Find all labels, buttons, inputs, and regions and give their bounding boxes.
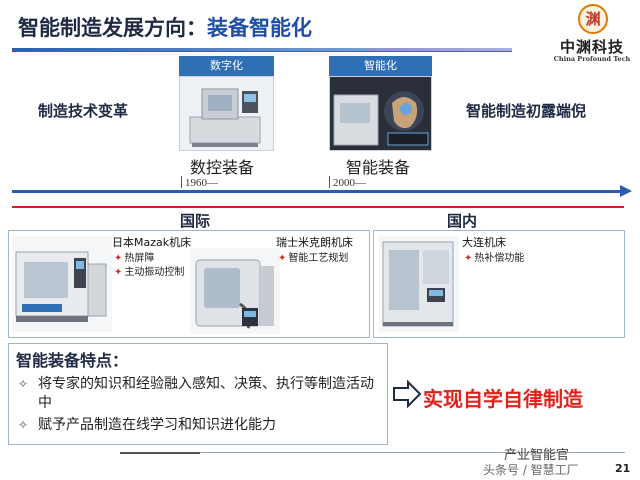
diamond-bullet-icon: ✧ — [18, 418, 29, 432]
label-international: 国际 — [180, 212, 211, 230]
smart-equipment-image — [329, 76, 432, 151]
tag-intelligentization: 智能化 — [329, 56, 432, 76]
mazak-feature-1: ✦热屏障 — [114, 253, 155, 264]
year-2000: 2000— — [333, 177, 366, 189]
bullet-icon: ✦ — [278, 253, 287, 264]
mikron-feature-1: ✦智能工艺规划 — [278, 253, 349, 264]
slide-title: 智能制造发展方向：装备智能化 — [18, 12, 312, 42]
mikron-machine-illustration — [195, 259, 274, 329]
features-box — [8, 343, 388, 445]
mazak-machine-image — [12, 236, 112, 332]
smart-equipment-illustration — [330, 77, 431, 150]
right-text-smart-manufacturing: 智能制造初露端倪 — [466, 102, 587, 120]
caption-cnc-equipment: 数控装备 — [190, 158, 255, 177]
logo-english-name: China Profound Tech — [553, 55, 631, 63]
tag-digitalization: 数字化 — [179, 56, 274, 76]
cnc-machine-image — [179, 76, 274, 151]
bullet-icon: ✦ — [464, 253, 473, 264]
bullet-icon: ✦ — [114, 253, 123, 264]
features-list: ✧ 将专家的知识和经验融入感知、决策、执行等制造活动中 ✧ 赋予产品制造在线学习… — [18, 375, 378, 435]
logo-seal-icon: 渊 — [578, 4, 608, 34]
right-arrow-icon — [393, 380, 422, 408]
watermark-bottom: 头条号 / 智慧工厂 — [483, 463, 579, 477]
feature-item-1: ✧ 将专家的知识和经验融入感知、决策、执行等制造活动中 — [18, 376, 374, 411]
cnc-machine-illustration — [180, 77, 273, 150]
caption-smart-equipment: 智能装备 — [346, 158, 411, 177]
footer-line — [120, 452, 625, 453]
logo-chinese-name: 中渊科技 — [559, 38, 624, 56]
mikron-title: 瑞士米克朗机床 — [276, 236, 353, 249]
header-underline — [12, 48, 512, 51]
mazak-machine-illustration — [15, 251, 107, 322]
feature-item-2: ✧ 赋予产品制造在线学习和知识进化能力 — [18, 417, 276, 433]
page-number: 21 — [615, 462, 631, 475]
year-tick-1960 — [181, 176, 182, 188]
conclusion-text: 实现自学自律制造 — [423, 387, 583, 411]
title-main: 智能制造发展方向： — [18, 16, 207, 40]
timeline-line — [12, 190, 624, 193]
title-highlight: 装备智能化 — [207, 16, 312, 40]
company-logo: 渊 中渊科技 China Profound Tech — [548, 4, 636, 66]
mikron-machine-image — [190, 248, 280, 334]
left-text-manufacturing-revolution: 制造技术变革 — [38, 102, 129, 120]
dalian-title: 大连机床 — [462, 236, 506, 249]
dalian-machine-illustration — [382, 241, 454, 327]
label-domestic: 国内 — [447, 212, 478, 230]
year-1960: 1960— — [185, 177, 218, 189]
timeline-arrow-icon — [620, 185, 632, 197]
dalian-feature-1: ✦热补偿功能 — [464, 253, 525, 264]
mazak-feature-2: ✦主动振动控制 — [114, 267, 185, 278]
dalian-machine-image — [379, 236, 459, 332]
mazak-title: 日本Mazak机床 — [112, 236, 192, 249]
watermark-top: 产业智能官 — [504, 448, 570, 463]
section-divider-red — [12, 206, 624, 208]
header-underline-red — [12, 51, 512, 52]
bullet-icon: ✦ — [114, 267, 123, 278]
year-tick-2000 — [329, 176, 330, 188]
footer-line-accent — [120, 452, 200, 454]
features-title: 智能装备特点： — [16, 351, 129, 370]
diamond-bullet-icon: ✧ — [18, 377, 29, 391]
